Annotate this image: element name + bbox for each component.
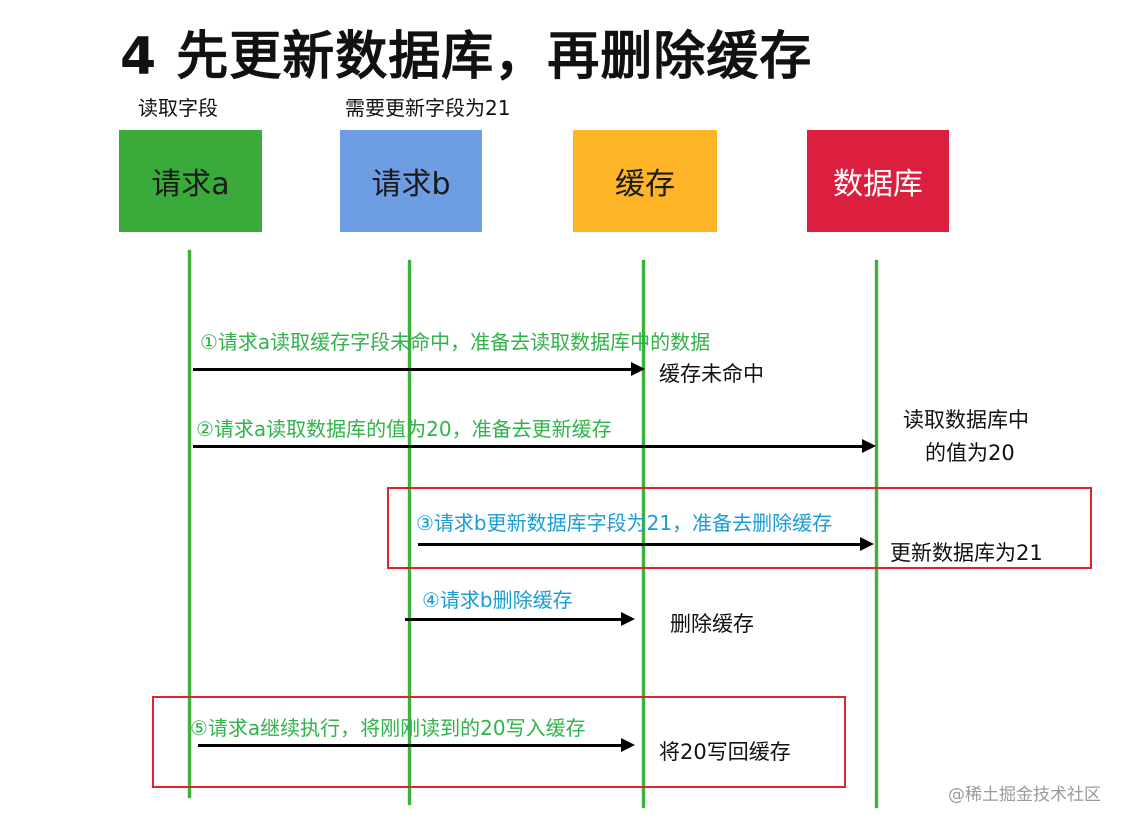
db-read-note-line2: 的值为20 xyxy=(925,441,1015,465)
lifeline-cache xyxy=(642,260,645,808)
cache-delete-note: 删除缓存 xyxy=(670,612,754,636)
lifeline-request-b xyxy=(408,260,411,805)
step-4-arrow-head xyxy=(621,612,635,626)
lifeline-request-a xyxy=(188,250,191,798)
step-1-label: ①请求a读取缓存字段未命中，准备去读取数据库中的数据 xyxy=(200,330,711,354)
db-read-note-line1: 读取数据库中 xyxy=(903,408,1029,432)
step-4-label: ④请求b删除缓存 xyxy=(422,588,573,612)
step-5-arrow-head xyxy=(621,738,635,752)
cache-write-note: 将20写回缓存 xyxy=(659,740,791,764)
participant-request-b: 请求b xyxy=(340,130,482,232)
participant-label: 数据库 xyxy=(833,167,923,202)
participant-cache: 缓存 xyxy=(573,130,717,232)
diagram-title: 4 先更新数据库，再删除缓存 xyxy=(120,27,813,87)
update-field-label: 需要更新字段为21 xyxy=(345,96,511,120)
participant-label: 缓存 xyxy=(615,167,675,202)
step-5-arrow-line xyxy=(198,744,622,747)
step-4-arrow-line xyxy=(405,618,622,621)
watermark: @稀土掘金技术社区 xyxy=(948,785,1101,805)
participant-label: 请求b xyxy=(371,167,451,202)
step-3-label: ③请求b更新数据库字段为21，准备去删除缓存 xyxy=(416,511,833,535)
step-1-arrow-line xyxy=(193,368,631,371)
lifeline-database xyxy=(875,260,878,808)
step-1-arrow-head xyxy=(631,362,645,376)
step-3-arrow-line xyxy=(418,543,861,546)
highlight-box-step3 xyxy=(387,487,1092,569)
step-2-label: ②请求a读取数据库的值为20，准备去更新缓存 xyxy=(196,417,612,441)
cache-miss-note: 缓存未命中 xyxy=(659,362,764,386)
step-3-arrow-head xyxy=(860,537,874,551)
step-2-arrow-head xyxy=(862,439,876,453)
participant-request-a: 请求a xyxy=(119,130,262,232)
participant-label: 请求a xyxy=(151,167,230,202)
read-field-label: 读取字段 xyxy=(138,96,218,120)
step-2-arrow-line xyxy=(193,445,863,448)
participant-database: 数据库 xyxy=(807,130,949,232)
highlight-box-step5 xyxy=(152,696,846,788)
step-5-label: ⑤请求a继续执行，将刚刚读到的20写入缓存 xyxy=(190,716,586,740)
db-update-note: 更新数据库为21 xyxy=(890,541,1043,565)
